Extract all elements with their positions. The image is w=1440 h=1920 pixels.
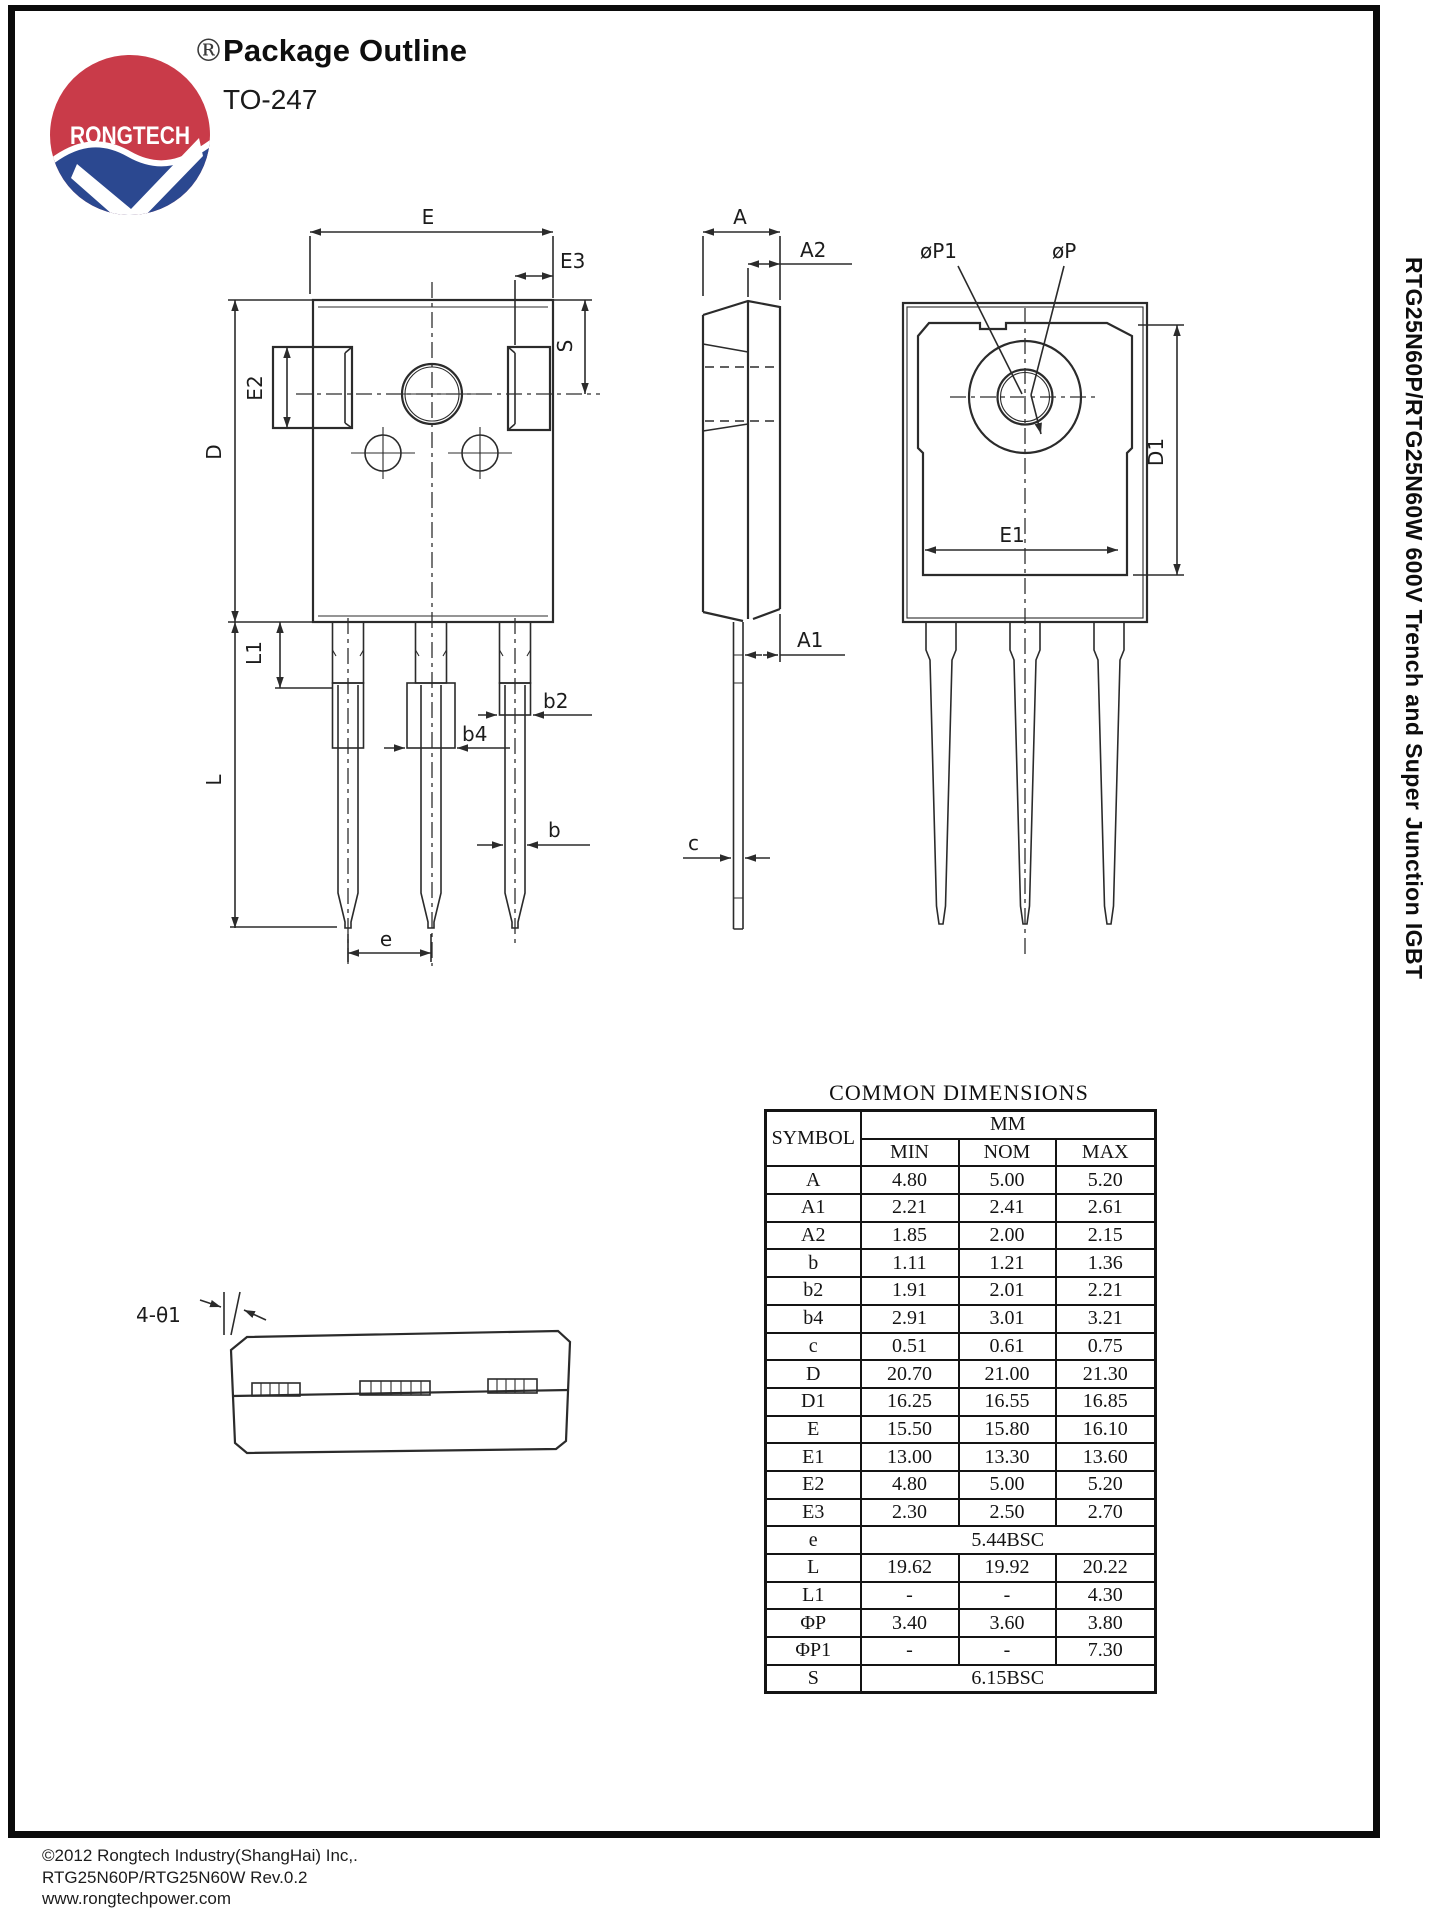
side-view-drawing: A A2 A1 c (683, 205, 852, 930)
min-header: MIN (859, 1137, 960, 1168)
dim-label-E1: E1 (999, 523, 1024, 547)
unit-header: MM (859, 1109, 1157, 1140)
common-dimensions-section: COMMON DIMENSIONS SYMBOL MM MIN NOM MAX … (764, 1080, 1158, 1695)
dim-label-S: S (553, 340, 577, 353)
package-name: TO-247 (223, 84, 318, 115)
dim-label-E2: E2 (243, 375, 267, 400)
table-row: L1--4.30 (764, 1580, 1157, 1611)
part-number-banner: RTG25N60P/RTG25N60W 600V Trench and Supe… (1401, 257, 1427, 980)
dim-label-b4: b4 (462, 722, 487, 746)
dim-label-angle: 4-θ1 (136, 1303, 181, 1327)
dim-label-A1: A1 (797, 628, 823, 652)
logo-blue-wave (50, 140, 210, 215)
dim-label-L: L (202, 774, 226, 786)
copyright-line: ©2012 Rongtech Industry(ShangHai) Inc,. (42, 1846, 358, 1865)
front-view-drawing: E E3 S E2 D L1 L b2 b4 b e (202, 205, 600, 966)
page-title: Package Outline (223, 33, 468, 68)
dim-label-E3: E3 (560, 249, 585, 273)
table-title: COMMON DIMENSIONS (829, 1080, 1089, 1105)
revision-line: RTG25N60P/RTG25N60W Rev.0.2 (42, 1867, 308, 1887)
dim-label-phi-p: øP (1052, 239, 1076, 263)
dim-label-e: e (380, 927, 392, 951)
footer: ©2012 Rongtech Industry(ShangHai) Inc,. … (42, 1845, 358, 1910)
dim-label-E: E (422, 205, 435, 229)
back-view-drawing: øP1 øP D1 E1 (901, 239, 1184, 958)
dim-label-A2: A2 (800, 238, 826, 262)
nom-header: NOM (957, 1137, 1057, 1168)
max-header: MAX (1054, 1137, 1157, 1168)
dim-label-phi-p1: øP1 (920, 239, 957, 263)
dim-label-D1: D1 (1144, 438, 1168, 466)
website-link[interactable]: www.rongtechpower.com (42, 1889, 231, 1908)
bottom-view-drawing: 4-θ1 (136, 1291, 572, 1455)
dim-label-D: D (202, 444, 226, 459)
registered-mark: ® (193, 33, 224, 69)
dim-label-b2: b2 (543, 689, 568, 713)
table-row: ΦP1--7.30 (764, 1636, 1157, 1666)
logo-text: RONGTECH (70, 122, 190, 150)
dim-label-A: A (733, 205, 747, 229)
dim-label-c: c (688, 831, 699, 855)
rongtech-logo: RONGTECH (50, 55, 210, 215)
symbol-header: SYMBOL (764, 1109, 862, 1168)
dim-label-b: b (548, 818, 561, 842)
dim-label-L1: L1 (242, 641, 266, 665)
logo-white-v (71, 138, 203, 215)
